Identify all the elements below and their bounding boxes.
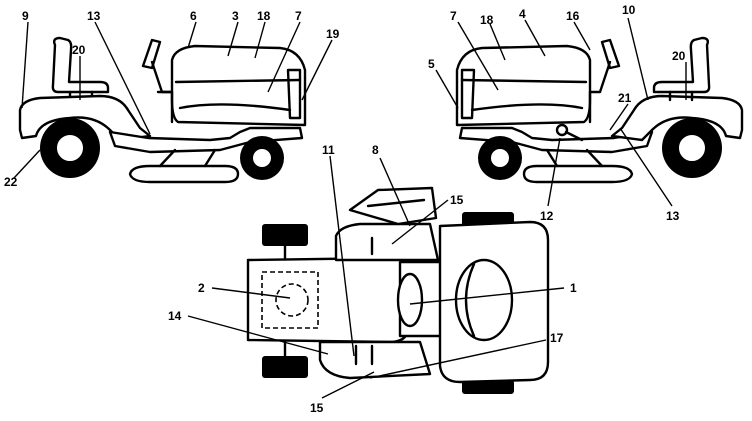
tractor-left-side-view: 9 13 6 3 18 7 19 20 22: [4, 9, 340, 189]
rear-tire-top-left: [262, 224, 308, 246]
hood-top-oval-inner: [464, 262, 476, 338]
seat-right: [652, 36, 711, 94]
callout-19: 19: [326, 27, 340, 41]
callout-14: 14: [168, 309, 182, 323]
leader-3: [227, 21, 239, 57]
seat-support-right: [668, 90, 694, 102]
callout-6: 6: [190, 9, 197, 23]
callout-15-bottom: 15: [310, 401, 324, 415]
leader-22: [13, 149, 41, 179]
leader-4: [524, 19, 546, 57]
callout-5: 5: [428, 57, 435, 71]
callout-7-right: 7: [450, 9, 457, 23]
callout-17: 17: [550, 331, 564, 345]
mower-deck-left: [128, 164, 240, 184]
leader-7-right: [457, 21, 499, 91]
leader-10: [627, 17, 649, 101]
hood-decal-line-left: [174, 78, 302, 84]
leader-5: [435, 69, 459, 109]
callout-15-top: 15: [450, 193, 464, 207]
leader-15-top: [391, 199, 449, 245]
tractor-right-side-view: 7 18 4 16 10 5 20 21 12 13: [428, 3, 744, 223]
callout-1: 1: [570, 281, 577, 295]
leader-17: [369, 339, 547, 379]
rear-fender-left: [18, 94, 152, 142]
callout-13-left: 13: [87, 9, 101, 23]
callout-16: 16: [566, 9, 580, 23]
callout-18-right: 18: [480, 13, 494, 27]
steering-tower-top: [348, 186, 438, 226]
fender-bottom: [318, 340, 432, 380]
leader-11: [329, 155, 355, 357]
hood-decal-line-right: [460, 78, 588, 84]
steering-wheel-left: [141, 38, 162, 70]
steering-column-right: [588, 60, 612, 124]
callout-12: 12: [540, 209, 554, 223]
callout-8: 8: [372, 143, 379, 157]
callout-13-right: 13: [666, 209, 680, 223]
key-knob-right: [555, 123, 569, 137]
hood-grille-left: [178, 103, 292, 112]
steering-tower-detail: [366, 198, 426, 208]
callout-20-left: 20: [72, 43, 86, 57]
dash-oval: [396, 272, 424, 328]
leader-7-left: [267, 21, 301, 93]
leader-2: [211, 287, 291, 299]
deck-hanger-left: [158, 148, 217, 168]
rear-tire-bottom-left: [262, 356, 308, 378]
frame-right: [458, 126, 654, 154]
hood-front-right: [460, 68, 476, 120]
callout-4: 4: [519, 7, 526, 21]
callout-18-left: 18: [257, 9, 271, 23]
dash-panel-left: [156, 90, 174, 124]
leader-18-right: [489, 23, 506, 61]
callout-11: 11: [322, 143, 335, 157]
hood-top-oval: [454, 258, 514, 342]
seat-left: [51, 36, 110, 94]
rear-body-top: [246, 256, 410, 344]
leader-6: [187, 21, 197, 49]
steering-column-left: [150, 60, 174, 94]
hood-left: [170, 44, 307, 127]
hood-grille-right: [470, 103, 584, 112]
tractor-top-view: 11 8 15 2 1 14 17 15: [168, 143, 577, 415]
key-lever-right: [564, 130, 584, 142]
leader-19: [301, 39, 333, 101]
leader-15-bottom: [321, 371, 375, 399]
callout-22: 22: [4, 175, 18, 189]
frame-left: [108, 126, 304, 154]
leader-21: [609, 103, 629, 131]
seat-top-dashed-outline: [261, 271, 319, 329]
mower-deck-right: [522, 164, 634, 184]
rear-fender-right: [610, 94, 744, 142]
leader-13-right: [619, 127, 673, 207]
leader-13-left: [94, 21, 151, 135]
callout-21: 21: [618, 91, 632, 105]
front-tire-bottom: [462, 380, 514, 394]
fender-top: [334, 222, 440, 262]
callout-3: 3: [232, 9, 239, 23]
leader-8: [379, 157, 411, 227]
leader-18-left: [254, 21, 266, 59]
callout-10: 10: [622, 3, 636, 17]
hood-front-left: [286, 68, 302, 120]
callout-20-right: 20: [672, 49, 686, 63]
leader-12: [547, 137, 561, 207]
steering-wheel-right: [600, 38, 621, 70]
callout-7-left: 7: [295, 9, 302, 23]
callout-9: 9: [22, 9, 29, 23]
leader-9: [21, 21, 29, 109]
leader-1: [409, 287, 565, 305]
leader-16: [573, 21, 591, 51]
seat-top-circle: [275, 283, 309, 317]
callout-2: 2: [198, 281, 205, 295]
hood-right: [455, 44, 592, 127]
leader-14: [187, 315, 329, 355]
